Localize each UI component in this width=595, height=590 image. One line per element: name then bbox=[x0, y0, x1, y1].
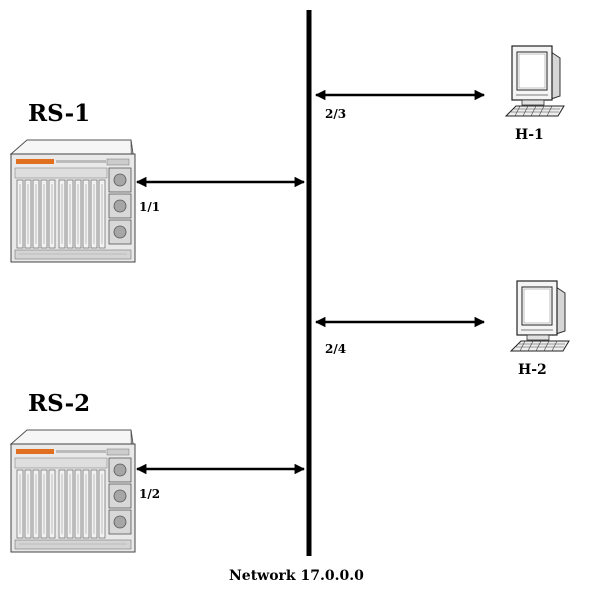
router-rs2-icon bbox=[10, 429, 136, 553]
network-label: Network 17.0.0.0 bbox=[229, 568, 364, 584]
computer-h1-icon bbox=[505, 45, 565, 117]
rs2-port-label: 1/2 bbox=[139, 487, 161, 501]
rs2-label: RS-2 bbox=[28, 390, 91, 417]
computer-h2-icon bbox=[510, 280, 570, 352]
h2-label: H-2 bbox=[518, 362, 547, 378]
rs1-port-label: 1/1 bbox=[139, 200, 161, 214]
h2-port-label: 2/4 bbox=[325, 342, 347, 356]
rs1-label: RS-1 bbox=[28, 100, 91, 127]
h1-port-label: 2/3 bbox=[325, 107, 347, 121]
router-rs1-icon bbox=[10, 139, 136, 263]
h1-label: H-1 bbox=[515, 127, 544, 143]
